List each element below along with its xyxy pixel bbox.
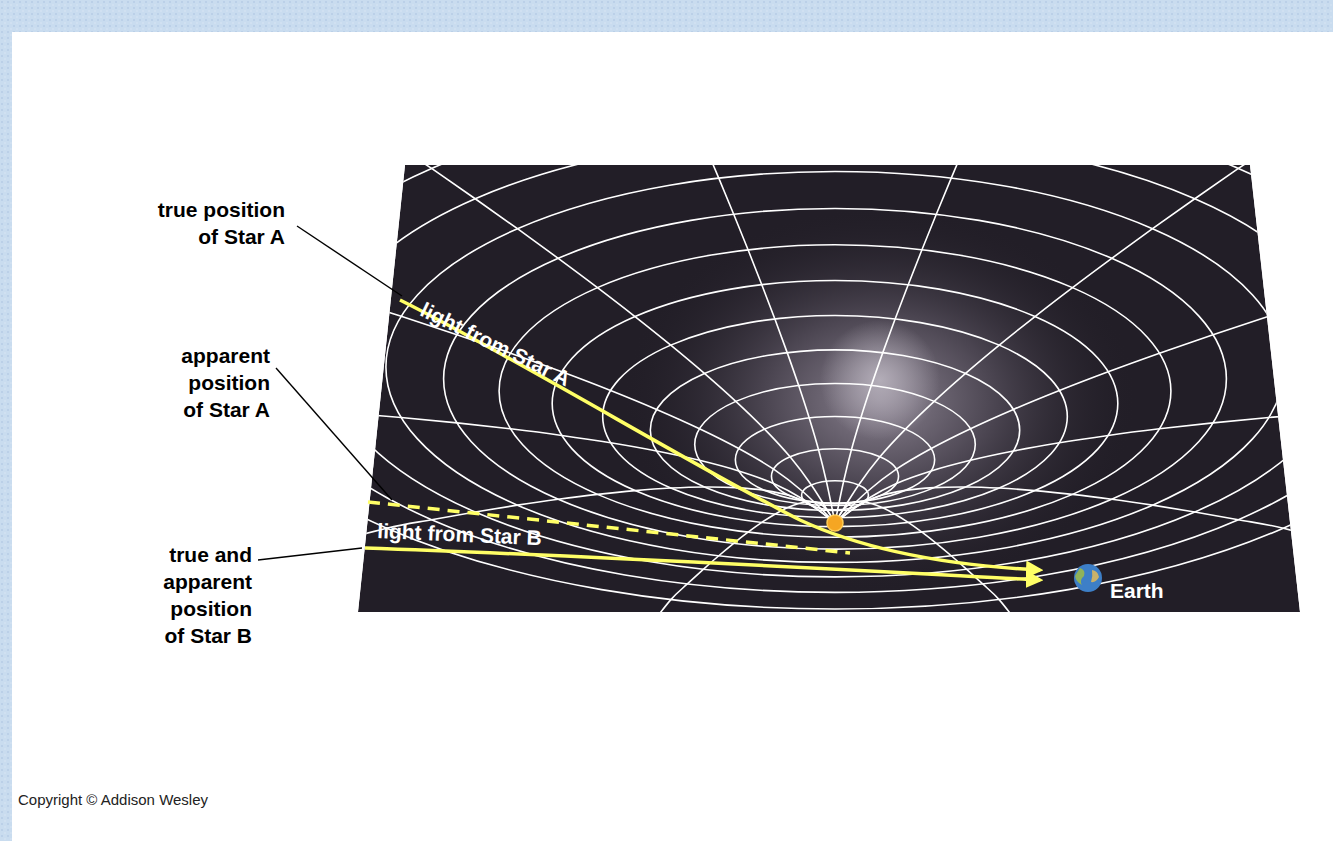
slide-border: [0, 0, 12, 841]
callout-label: true position of Star A: [135, 196, 285, 250]
planet-label: Earth: [1110, 577, 1210, 604]
slide-border: [0, 0, 1333, 32]
sun: [827, 515, 843, 531]
spacetime-plane: [39, 0, 1333, 666]
callout-label: true and apparent position of Star B: [150, 541, 252, 649]
callout-label: apparent position of Star A: [170, 342, 270, 423]
ray-label: light from Star B: [377, 517, 618, 554]
copyright-note: Copyright © Addison Wesley: [18, 790, 338, 809]
light-ray: [365, 548, 1040, 580]
leader-lines: [258, 226, 402, 560]
earth: [1074, 564, 1102, 592]
ray-label: light from Star A: [416, 296, 644, 425]
